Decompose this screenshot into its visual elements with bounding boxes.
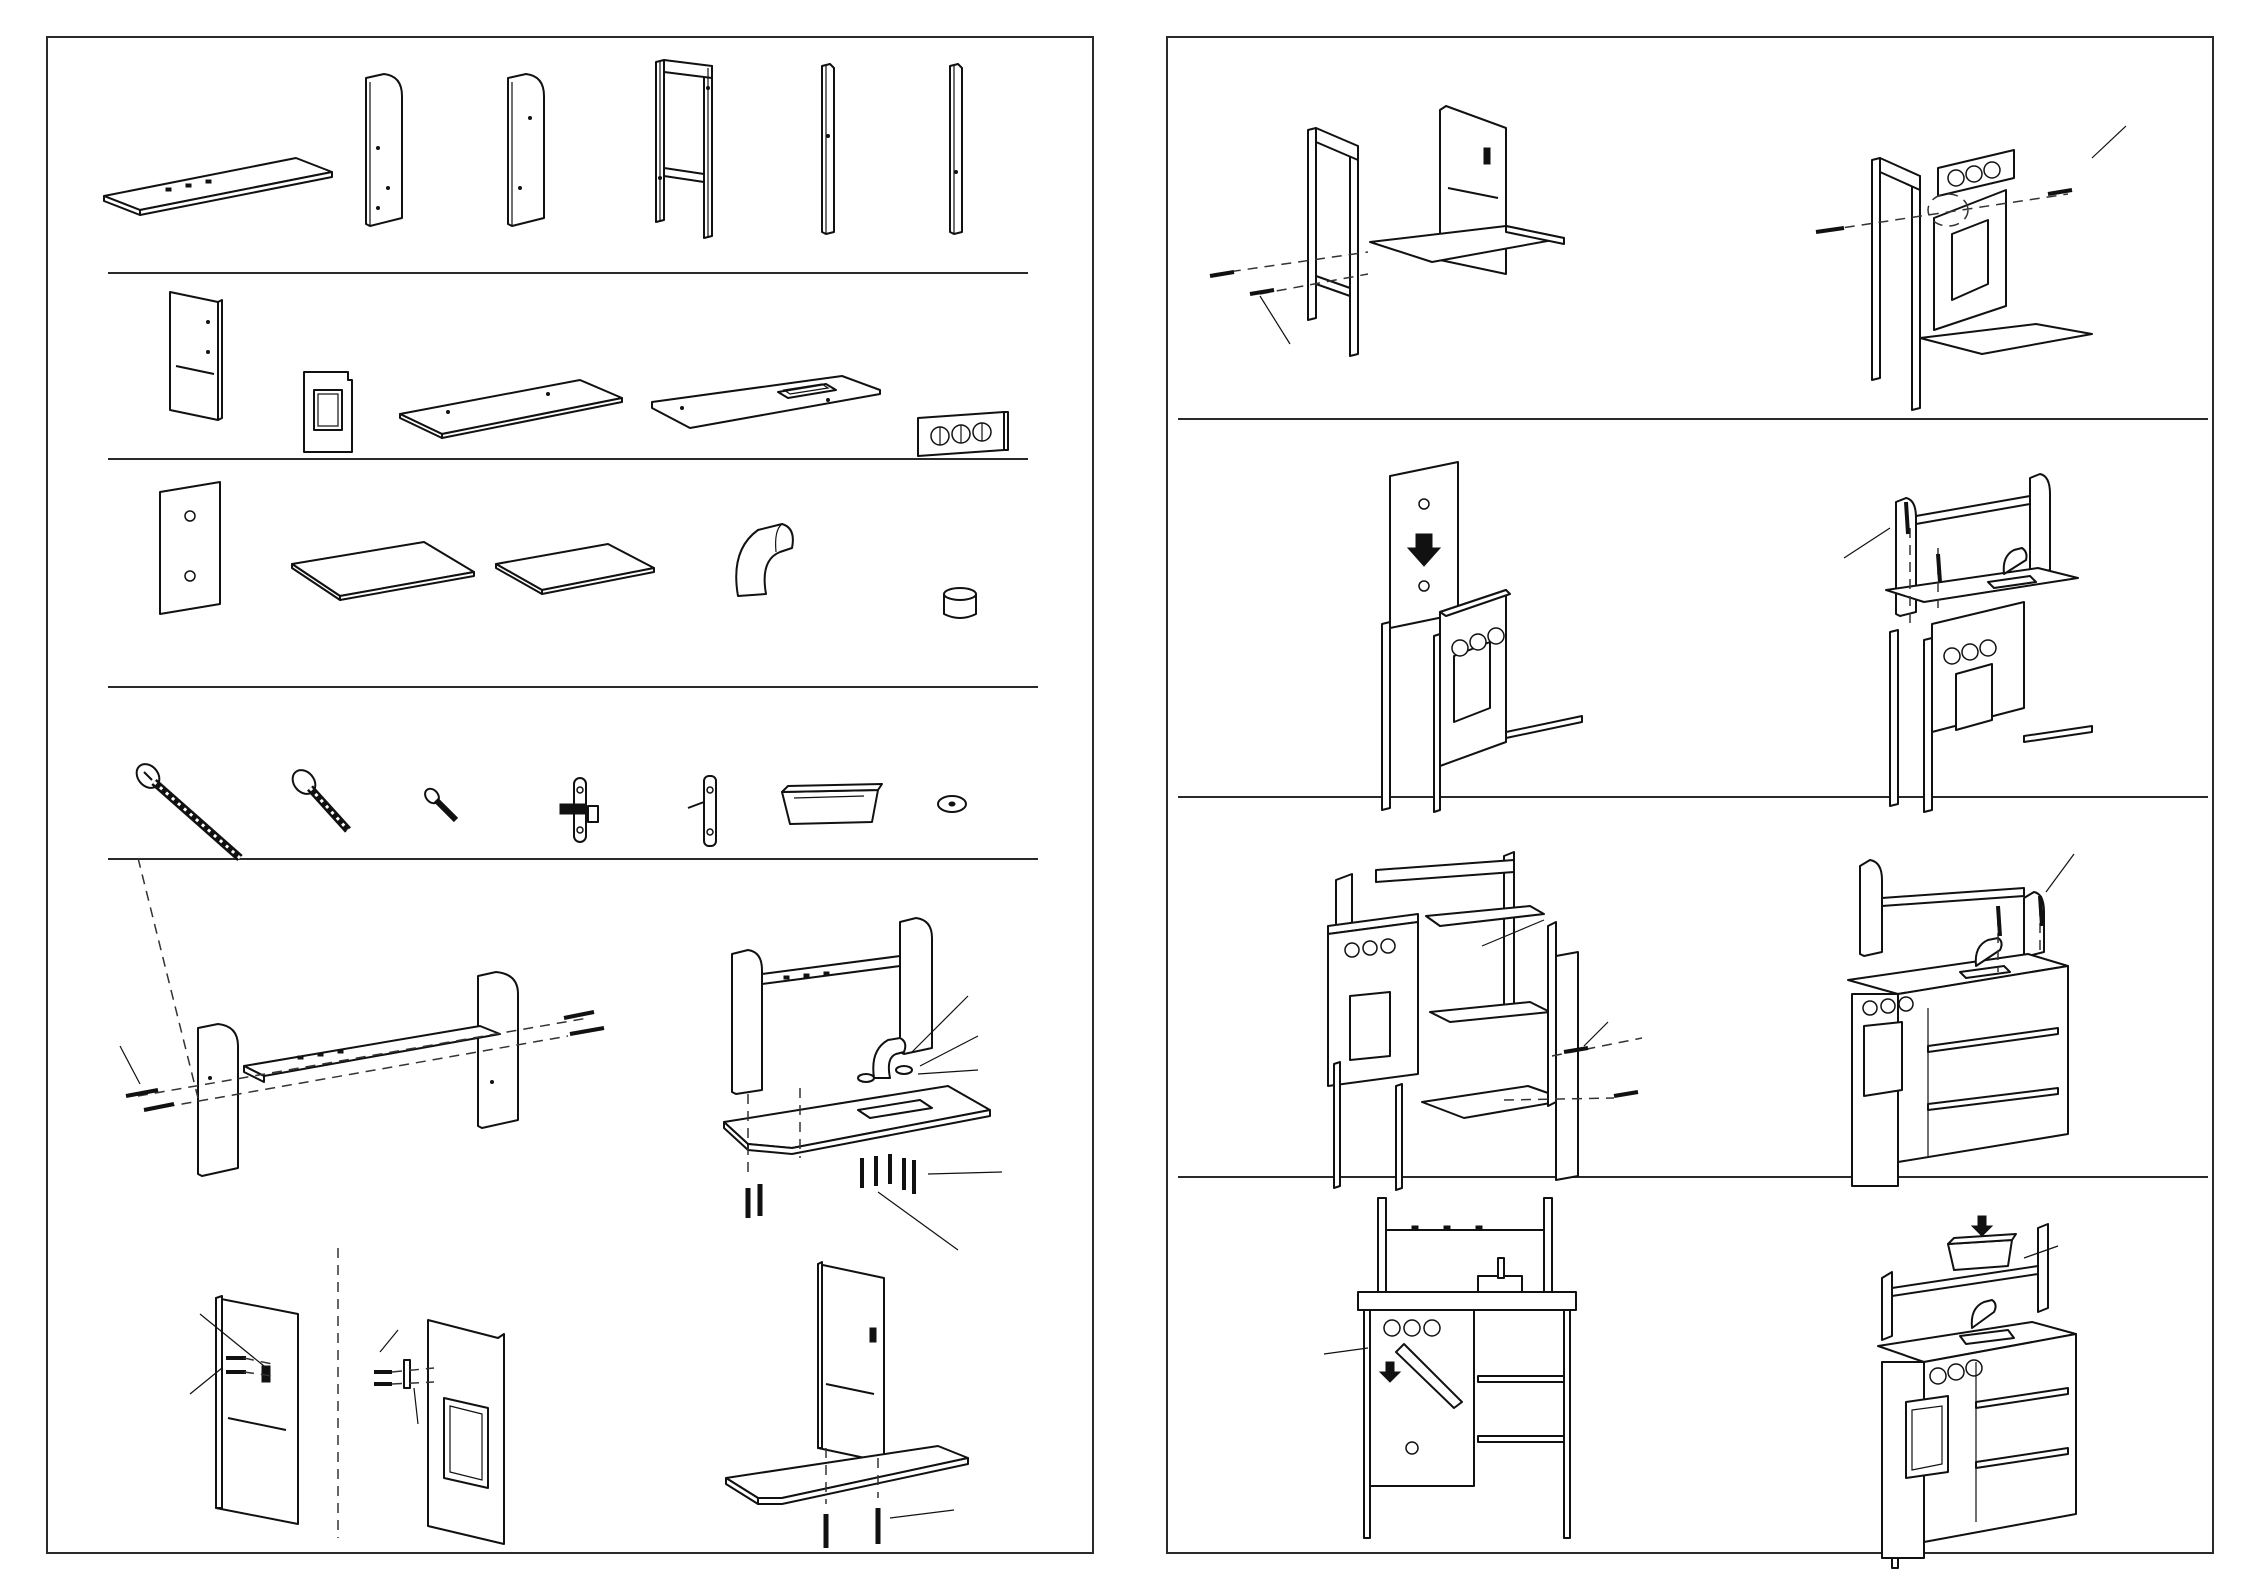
steps-9-10 <box>1168 796 2216 1176</box>
hinge-icon <box>560 778 598 842</box>
step-6-stove-panel-attach <box>1816 126 2126 410</box>
part-side-panel-b <box>508 74 544 226</box>
step-12-sink-basin-install <box>1878 1216 2076 1568</box>
part-oven-door <box>304 372 352 452</box>
part-top-shelf <box>104 158 332 215</box>
steps-1-4 <box>48 858 1096 1556</box>
part-side-frame <box>656 60 712 238</box>
part-side-panel-a <box>366 74 402 226</box>
step-10-counter-top <box>1848 854 2074 1186</box>
step-4-oven-base <box>726 1262 968 1548</box>
steps-5-6 <box>1168 38 2216 418</box>
step-11-front-view <box>1324 1198 1576 1538</box>
part-counter-board <box>400 380 622 438</box>
step-2-sink-counter <box>724 918 1002 1250</box>
step-8-counter-attach <box>1844 474 2092 812</box>
faucet-icon <box>736 524 793 596</box>
parts-row-boards <box>48 272 1096 458</box>
steps-7-8 <box>1168 418 2216 796</box>
part-oven-back-panel <box>170 292 222 420</box>
sink-basin-icon <box>782 784 882 824</box>
part-sink-board <box>652 376 880 428</box>
part-stove-knob-panel <box>918 412 1008 456</box>
medium-screw-icon <box>288 766 348 830</box>
parts-row-accessories <box>48 458 1096 686</box>
latch-icon <box>688 776 716 846</box>
step-9-shelf-assembly <box>1328 852 1642 1190</box>
step-5-frame-attach <box>1210 106 1564 356</box>
part-leg-a <box>822 64 834 234</box>
right-page <box>1166 36 2214 1554</box>
left-page <box>46 36 1094 1554</box>
long-screw-icon <box>132 760 240 858</box>
washer-icon <box>938 796 966 812</box>
parts-row-hardware <box>48 686 1096 858</box>
step-3-oven-door <box>374 1320 504 1544</box>
step-1-shelf-assembly <box>120 858 604 1176</box>
step-3-oven-back-panel <box>190 1296 298 1524</box>
steps-11-12 <box>1168 1176 2216 1556</box>
parts-row-panels <box>48 38 1096 272</box>
short-screw-icon <box>422 786 456 820</box>
step-7-hob-insert <box>1382 462 1582 812</box>
part-leg-b <box>950 64 962 234</box>
part-shelf-square-a <box>292 542 474 600</box>
knob-icon <box>944 588 976 618</box>
part-hob-plate <box>160 482 220 614</box>
part-shelf-square-b <box>496 544 654 594</box>
